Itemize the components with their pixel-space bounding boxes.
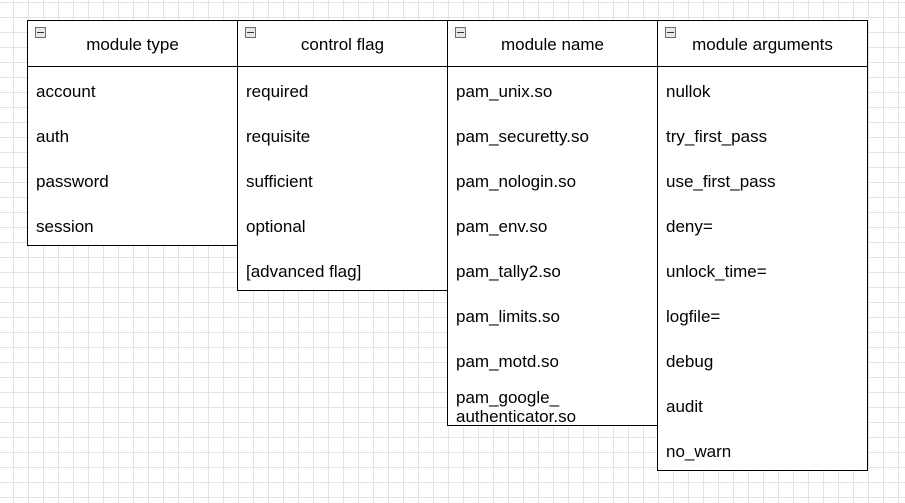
table-header: module name [448,21,657,67]
table-row[interactable]: pam_env.so [456,217,548,236]
table-row[interactable]: [advanced flag] [246,262,362,281]
table-row[interactable]: no_warn [666,442,732,461]
table-row[interactable]: use_first_pass [666,172,776,191]
table-body: pam_unix.so pam_securetty.so pam_nologin… [448,67,657,429]
table-row[interactable]: audit [666,397,703,416]
table-header: module type [28,21,237,67]
table-row[interactable]: logfile= [666,307,721,326]
table-row[interactable]: required [246,82,309,101]
collapse-icon[interactable] [245,27,256,38]
table-header: control flag [238,21,447,67]
collapse-icon[interactable] [665,27,676,38]
table-row[interactable]: try_first_pass [666,127,768,146]
module-name-table[interactable]: module name pam_unix.so pam_securetty.so… [447,20,658,426]
table-body: account auth password session [28,67,237,249]
table-body: nullok try_first_pass use_first_pass den… [658,67,867,474]
table-title: module type [86,35,179,54]
module-type-table[interactable]: module type account auth password sessio… [27,20,238,246]
table-body: required requisite sufficient optional [… [238,67,447,294]
table-row[interactable]: optional [246,217,306,236]
table-row[interactable]: auth [36,127,70,146]
module-arguments-table[interactable]: module arguments nullok try_first_pass u… [657,20,868,471]
table-row[interactable]: requisite [246,127,311,146]
table-header: module arguments [658,21,867,67]
table-row[interactable]: account [36,82,96,101]
table-title: control flag [300,35,385,54]
table-row[interactable]: pam_google_ authenticator.so [456,388,577,426]
table-row[interactable]: debug [666,352,714,371]
table-row[interactable]: deny= [666,217,713,236]
control-flag-table[interactable]: control flag required requisite sufficie… [237,20,448,291]
table-row[interactable]: pam_nologin.so [456,172,577,191]
table-row[interactable]: nullok [666,82,711,101]
table-row[interactable]: pam_securetty.so [456,127,589,146]
table-row[interactable]: pam_unix.so [456,82,553,101]
table-row[interactable]: session [36,217,94,236]
table-row[interactable]: pam_motd.so [456,352,559,371]
table-title: module arguments [692,35,833,54]
collapse-icon[interactable] [35,27,46,38]
table-row[interactable]: password [36,172,109,191]
collapse-icon[interactable] [455,27,466,38]
table-row[interactable]: pam_tally2.so [456,262,561,281]
table-title: module name [500,35,604,54]
table-row[interactable]: pam_limits.so [456,307,560,326]
table-row[interactable]: unlock_time= [666,262,767,281]
table-row[interactable]: sufficient [246,172,313,191]
